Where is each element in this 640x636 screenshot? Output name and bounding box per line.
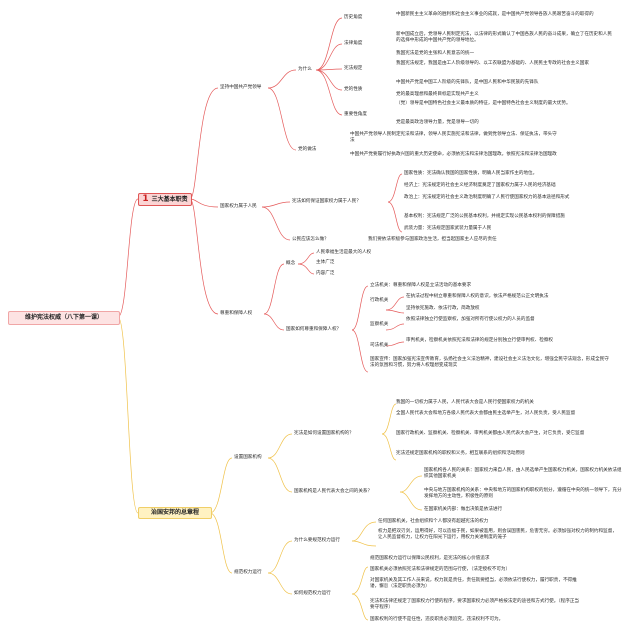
branch-number-badge: 1 xyxy=(142,194,149,204)
leaf-text: 政治上：宪法规定的社会主义政治制度明确了人民行使国家权力的基本途径和形式 xyxy=(404,195,570,200)
leaf-text: 我们要依法积极参与国家政治生活，担当起国家主人应尽的责任 xyxy=(368,237,497,242)
node-how-guarantee[interactable]: 宪法如何保证国家权力属于人民？ xyxy=(292,199,361,204)
node-regulate-power[interactable]: 规范权力运行 xyxy=(234,570,262,575)
node-executive-organ[interactable]: 行政机关 xyxy=(370,298,389,303)
branch-connector-lines-1 xyxy=(117,17,405,373)
leaf-text: 国家权利的行使不是任性，违反职责必须追究，违法权利不可为。 xyxy=(370,617,504,622)
leaf-text: 对国家机关及其工作人员来说，权力就是责任，责任就要担当，必须依法行使权力，履行职… xyxy=(370,578,577,589)
leaf-text: 人民幸福生活是最大的人权 xyxy=(316,250,372,255)
leaf-text: 宪法和法律还规定了国家权力行使的程序，要求国家权力必须严格按法定的途径和方式行使… xyxy=(370,599,580,610)
branch-connector-lines-2 xyxy=(117,316,423,621)
leaf-text: 中国新民主主义革命的胜利和社会主义事业的成就，是中国共产党领导各族人民艰苦奋斗的… xyxy=(396,12,594,17)
leaf-text: 权力是把双刃剑，运用得好，可以造福于民，如果被滥用，则会误国害民，危害无穷。必须… xyxy=(378,529,617,540)
leaf-text: 中国共产党要履行好执政兴国的重大历史使命，必须依宪法和法律治国理政。依照宪法和法… xyxy=(350,152,557,157)
leaf-text: 坚持依宪施政、依法行政，简政放权 xyxy=(406,306,480,311)
leaf-text: 国家行政机关、监察机关、检察机关、审判机关都由人民代表大会产生，对它负责，受它监… xyxy=(396,431,585,436)
node-party-practice[interactable]: 党的做法 xyxy=(298,147,317,152)
node-law-angle[interactable]: 法律角度 xyxy=(344,41,363,46)
leaf-text: 新中国成立后，党领导人民制定宪法，以法律的形式确认了中国各族人民的奋斗成果，确立… xyxy=(396,32,612,43)
leaf-text: 宪法还规定国家机构的职权和义务，相互联系的组织和活动原则 xyxy=(396,451,525,456)
node-judicial-organ[interactable]: 司法机关 xyxy=(370,343,389,348)
branch-node-general-charter[interactable]: 治国安邦的总章程 xyxy=(138,507,212,519)
node-history-angle[interactable]: 历史角度 xyxy=(344,15,363,20)
leaf-text: 国家机关必须依照宪法和法律规定的范围与行使，（法定授权不可为） xyxy=(370,567,511,572)
leaf-text: 党是最高政治领导力量，党是领导一切的 xyxy=(396,120,479,125)
node-party-nature[interactable]: 党的性质 xyxy=(344,87,363,92)
leaf-text: 中央与地方国家机构的关系：中央和地方的国家机构职权的划分，遵循在中央的统一领导下… xyxy=(424,488,622,499)
node-human-rights[interactable]: 尊重和保障人权 xyxy=(220,311,253,316)
node-why-regulate[interactable]: 为什么要规范权力运行 xyxy=(294,538,340,543)
leaf-text: 内容广泛 xyxy=(316,271,335,276)
leaf-text: 国家机构各人民的关系：国家权力来自人民，由人民选举产生国家权力机关，国家权力机关… xyxy=(424,468,622,479)
leaf-text: 任何国家机关，社会组织和个人都没有超越宪法的权力 xyxy=(378,519,489,524)
node-power-to-people[interactable]: 国家权力属于人民 xyxy=(220,204,257,209)
node-how-set-up[interactable]: 宪法是如何设置国家机构的？ xyxy=(294,431,354,436)
node-why[interactable]: 为什么 xyxy=(298,67,312,72)
leaf-text: 在国家机关内部：做出决策是依法进行 xyxy=(424,507,503,512)
leaf-text: 基本权利：宪法规定广泛的公民基本权利，并规定实现公民基本权利的保障措施 xyxy=(404,214,565,219)
leaf-text: 全国人民代表大会和地方各级人民代表大会都由民主选举产生，对人民负责，受人民监督 xyxy=(396,411,576,416)
leaf-text: 国家宣传：国家加强宪法宣传教育，弘扬社会主义法治精神，建设社会主义法治文化，增强… xyxy=(370,357,609,368)
leaf-text: 我国宪法是党的主张和人民意志的统一 xyxy=(396,51,475,56)
leaf-text: 在执法过程中树立尊重和保障人权的意识，依法严格规范公正文明执法 xyxy=(406,294,549,299)
leaf-text: 我国的一切权力属于人民，人民代表大会是人民行使国家权力的机关 xyxy=(396,400,534,405)
node-concept[interactable]: 概念 xyxy=(286,261,296,266)
leaf-text: 规范国家权力运行以保障公民权利，是宪法的核心价值追求 xyxy=(370,556,490,561)
leaf-text: 国家性质：宪法确认我国的国家性质，明确人民当家作主的地位。 xyxy=(404,171,538,176)
leaf-text: 中国共产党领导人民制定宪法和法律，领导人民实施宪法和法律，做到党领导立法、保证执… xyxy=(350,132,557,143)
leaf-text: 审判机关，检察机关依照宪法和法律的规定分别独立行使审判权、检察权 xyxy=(406,338,554,343)
node-citizen-should[interactable]: 公民应该怎么做？ xyxy=(292,237,329,242)
node-party-leadership[interactable]: 坚持中国共产党领导 xyxy=(220,85,262,90)
leaf-text: 我国宪法规定，我国是由工人阶级领导的、以工农联盟为基础的、人民民主专政的社会主义… xyxy=(396,61,589,66)
node-organ-relations[interactable]: 国家机构是人民代表大会之间的关系？ xyxy=(294,489,373,494)
node-set-up-organs[interactable]: 设置国家机构 xyxy=(234,455,262,460)
leaf-text: 依照法律独立行使监察权，加强对所有行使公权力的人员的监督 xyxy=(406,317,535,322)
leaf-text: （党）领导是中国特色社会主义最本质的特征，是中国特色社会主义制度的最大优势。 xyxy=(396,101,571,106)
node-how-respect[interactable]: 国家如何尊重和保障人权？ xyxy=(286,327,342,332)
leaf-text: 经济上：宪法规定的社会主义经济制度奠定了国家权力属于人民的经济基础 xyxy=(404,183,556,188)
node-supervisory-organ[interactable]: 监察机关 xyxy=(370,322,389,327)
leaf-text: 中国共产党是中国工人阶级的先锋队，是中国人民和中华民族的先锋队 xyxy=(396,80,539,85)
node-constitution-rule[interactable]: 宪法规定 xyxy=(344,66,363,71)
node-importance-angle[interactable]: 重要性角度 xyxy=(344,112,367,117)
leaf-text: 主体广泛 xyxy=(316,260,335,265)
leaf-text: 党的最高理想和最终目标是实现共产主义 xyxy=(396,92,479,97)
root-node[interactable]: 维护宪法权威（八下第一课） xyxy=(8,311,120,325)
node-how-regulate[interactable]: 如何规范权力运行 xyxy=(294,591,331,596)
branch-label: 三大基本职责 xyxy=(151,196,188,203)
leaf-text: 立法机关：尊重和保障人权是立法活动的基本要求 xyxy=(370,283,472,288)
leaf-text: 武装力量：宪法规定国家武装力量属于人民 xyxy=(404,226,492,231)
